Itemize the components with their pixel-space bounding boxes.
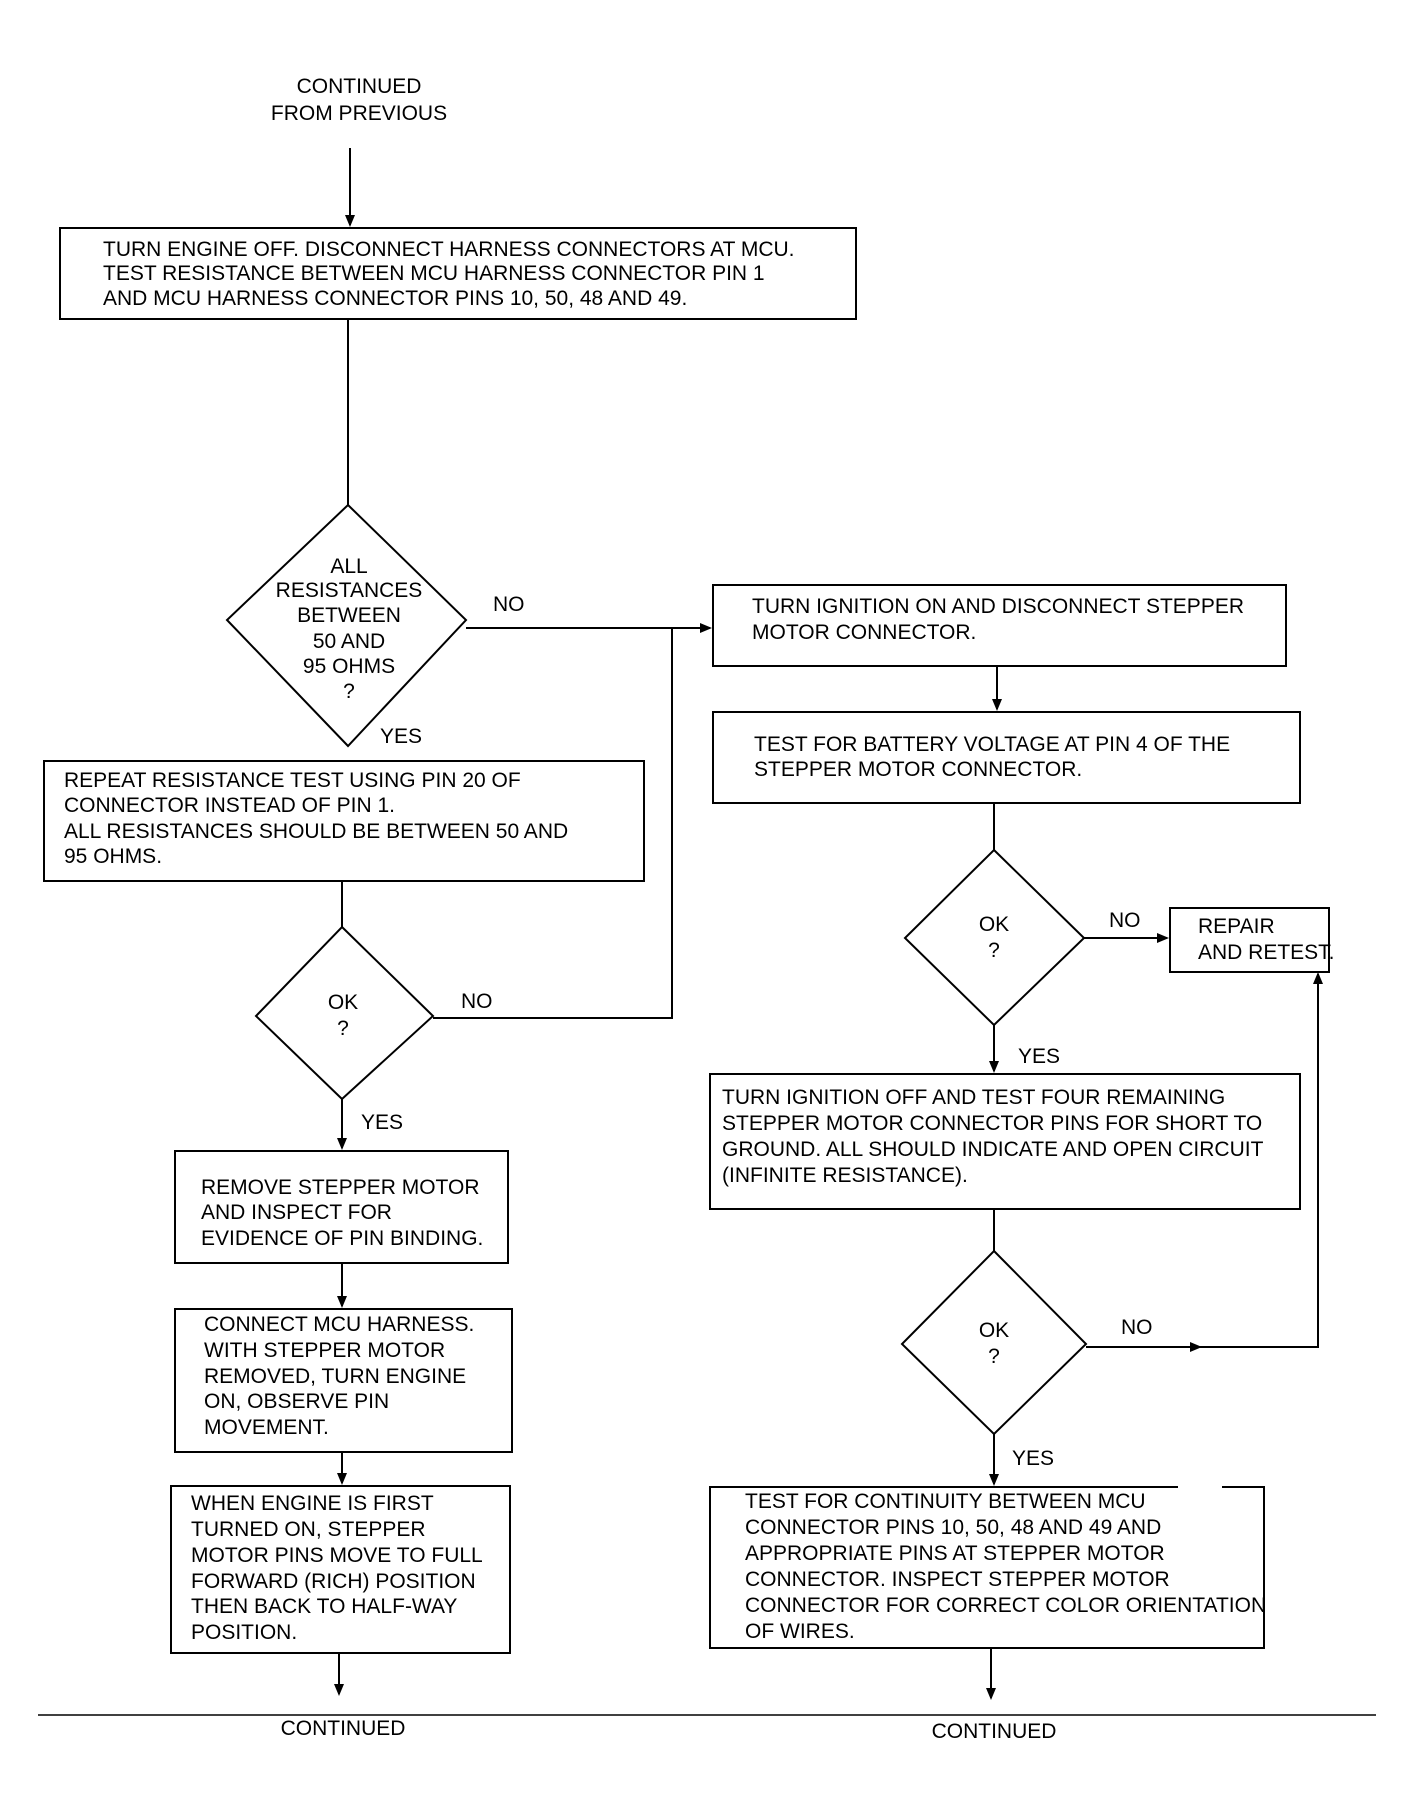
box4-line-1: CONNECT MCU HARNESS. xyxy=(204,1313,474,1336)
diamond-ok-3 xyxy=(900,1249,1088,1436)
box-repair-and-retest xyxy=(1169,907,1330,973)
diamond3-no-label: NO xyxy=(1109,909,1141,932)
box5-line-3: MOTOR PINS MOVE TO FULL xyxy=(191,1544,483,1567)
box-turn-ignition-on xyxy=(712,584,1287,667)
box-turn-ignition-off-test-pins xyxy=(709,1073,1301,1210)
box5-line-4: FORWARD (RICH) POSITION xyxy=(191,1570,476,1593)
diamond4-no-label: NO xyxy=(1121,1316,1153,1339)
header-line-1: CONTINUED xyxy=(297,75,422,98)
box1-line-1: TURN ENGINE OFF. DISCONNECT HARNESS CONN… xyxy=(103,238,795,261)
box9-line-2: CONNECTOR PINS 10, 50, 48 AND 49 AND xyxy=(745,1516,1161,1539)
diamond2-line-2: ? xyxy=(337,1017,349,1040)
diamond2-yes-label: YES xyxy=(361,1111,403,1134)
box6-line-1: TURN IGNITION ON AND DISCONNECT STEPPER xyxy=(752,595,1244,618)
box9-line-4: CONNECTOR. INSPECT STEPPER MOTOR xyxy=(745,1568,1170,1591)
diamond1-no-label: NO xyxy=(493,593,525,616)
diamond4-yes-label: YES xyxy=(1012,1447,1054,1470)
diamond4-line-2: ? xyxy=(988,1345,1000,1368)
box4-line-5: MOVEMENT. xyxy=(204,1416,329,1439)
box9-line-6: OF WIRES. xyxy=(745,1620,855,1643)
box3-line-3: EVIDENCE OF PIN BINDING. xyxy=(201,1227,483,1250)
diamond1-line-5: 95 OHMS xyxy=(303,655,395,678)
diamond3-yes-label: YES xyxy=(1018,1045,1060,1068)
box5-line-5: THEN BACK TO HALF-WAY xyxy=(191,1595,457,1618)
box-connect-mcu-harness xyxy=(174,1308,513,1453)
box6-line-2: MOTOR CONNECTOR. xyxy=(752,621,976,644)
diamond3-line-2: ? xyxy=(988,939,1000,962)
box8-line-4: (INFINITE RESISTANCE). xyxy=(722,1164,968,1187)
box8-line-1: TURN IGNITION OFF AND TEST FOUR REMAININ… xyxy=(722,1086,1225,1109)
box-test-continuity xyxy=(709,1486,1265,1649)
repair-line-1: REPAIR xyxy=(1198,915,1275,938)
diamond1-line-1: ALL xyxy=(330,555,367,578)
box2-line-1: REPEAT RESISTANCE TEST USING PIN 20 OF xyxy=(64,769,521,792)
box2-line-2: CONNECTOR INSTEAD OF PIN 1. xyxy=(64,794,395,817)
connector-diamond2-no xyxy=(433,628,673,1019)
box-repeat-resistance-test xyxy=(43,760,645,882)
box5-line-6: POSITION. xyxy=(191,1621,297,1644)
diamond2-line-1: OK xyxy=(328,991,358,1014)
footer-continued-right: CONTINUED xyxy=(932,1720,1057,1743)
box3-line-2: AND INSPECT FOR xyxy=(201,1201,392,1224)
box8-line-3: GROUND. ALL SHOULD INDICATE AND OPEN CIR… xyxy=(722,1138,1264,1161)
diamond4-line-1: OK xyxy=(979,1319,1009,1342)
box1-line-3: AND MCU HARNESS CONNECTOR PINS 10, 50, 4… xyxy=(103,287,687,310)
box4-line-4: ON, OBSERVE PIN xyxy=(204,1390,389,1413)
box-turn-engine-off xyxy=(59,227,857,320)
box7-line-1: TEST FOR BATTERY VOLTAGE AT PIN 4 OF THE xyxy=(754,733,1230,756)
box3-line-1: REMOVE STEPPER MOTOR xyxy=(201,1176,480,1199)
box5-line-1: WHEN ENGINE IS FIRST xyxy=(191,1492,434,1515)
diamond1-line-4: 50 AND xyxy=(313,630,385,653)
box9-line-3: APPROPRIATE PINS AT STEPPER MOTOR xyxy=(745,1542,1165,1565)
diamond-all-resistances xyxy=(225,503,468,748)
box9-line-1: TEST FOR CONTINUITY BETWEEN MCU xyxy=(745,1490,1146,1513)
diamond1-yes-label: YES xyxy=(380,725,422,748)
box-test-battery-voltage xyxy=(712,711,1301,804)
box-when-engine-first-on xyxy=(170,1485,511,1654)
diamond2-no-label: NO xyxy=(461,990,493,1013)
box2-line-3: ALL RESISTANCES SHOULD BE BETWEEN 50 AND xyxy=(64,820,568,843)
box1-line-2: TEST RESISTANCE BETWEEN MCU HARNESS CONN… xyxy=(103,262,765,285)
box4-line-2: WITH STEPPER MOTOR xyxy=(204,1339,445,1362)
box7-line-2: STEPPER MOTOR CONNECTOR. xyxy=(754,758,1082,781)
box5-line-2: TURNED ON, STEPPER xyxy=(191,1518,426,1541)
diamond1-line-6: ? xyxy=(343,680,355,703)
box9-line-5: CONNECTOR FOR CORRECT COLOR ORIENTATION xyxy=(745,1594,1266,1617)
diamond1-line-2: RESISTANCES xyxy=(276,579,423,602)
repair-line-2: AND RETEST. xyxy=(1198,941,1335,964)
diamond1-line-3: BETWEEN xyxy=(297,604,401,627)
box4-line-3: REMOVED, TURN ENGINE xyxy=(204,1365,466,1388)
header-line-2: FROM PREVIOUS xyxy=(271,102,447,125)
diamond-ok-2 xyxy=(903,848,1086,1027)
box8-line-2: STEPPER MOTOR CONNECTOR PINS FOR SHORT T… xyxy=(722,1112,1262,1135)
footer-continued-left: CONTINUED xyxy=(281,1717,406,1740)
diamond3-line-1: OK xyxy=(979,913,1009,936)
box2-line-4: 95 OHMS. xyxy=(64,845,162,868)
